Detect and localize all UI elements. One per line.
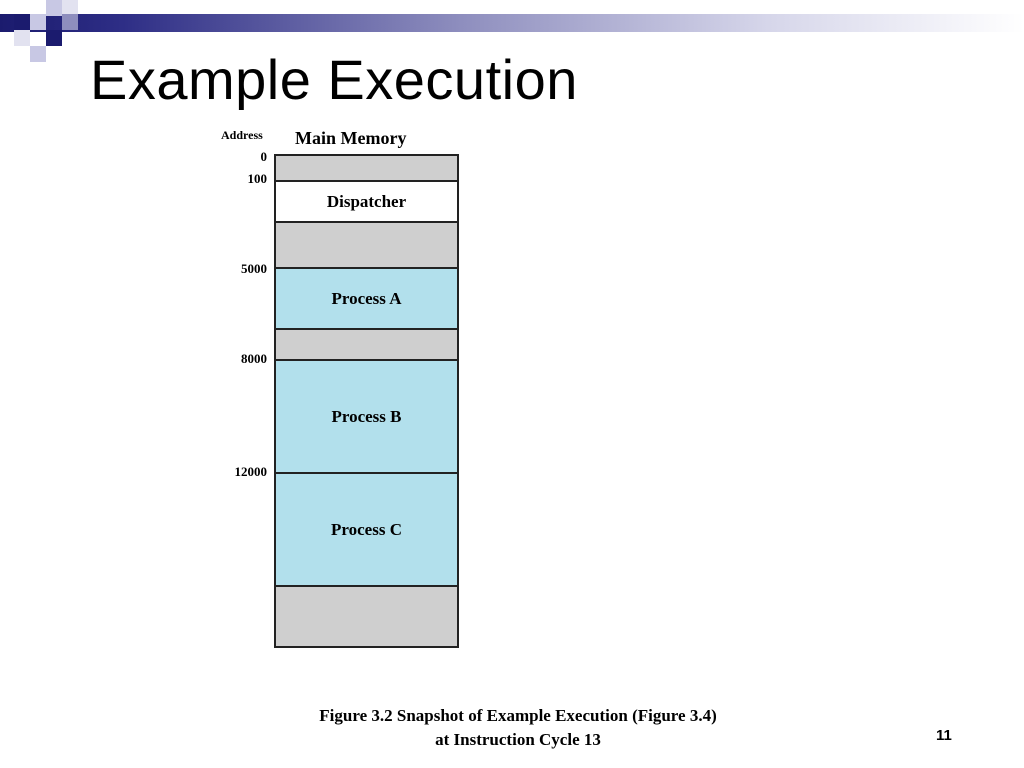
- address-label-5000: 5000: [241, 261, 267, 276]
- dispatcher-label: Dispatcher: [326, 191, 407, 211]
- logo-square: [62, 0, 78, 16]
- process-b-block: Process B: [274, 359, 459, 474]
- caption-line-1: Figure 3.2 Snapshot of Example Execution…: [319, 706, 717, 725]
- main-memory-header: Main Memory: [295, 128, 407, 148]
- main-memory-column: Dispatcher Process A Process B Process C: [274, 154, 459, 648]
- address-column-header: Address: [221, 128, 263, 142]
- page-number: 11: [936, 727, 952, 744]
- process-a-label: Process A: [331, 288, 402, 308]
- header-gradient-bar: [0, 14, 1024, 32]
- address-label-8000: 8000: [241, 351, 267, 366]
- figure-caption: Figure 3.2 Snapshot of Example Execution…: [230, 704, 806, 752]
- process-a-block: Process A: [274, 267, 459, 330]
- process-c-block: Process C: [274, 472, 459, 587]
- address-label-0: 0: [260, 149, 268, 164]
- process-c-label: Process C: [331, 519, 402, 539]
- process-b-label: Process B: [331, 406, 402, 426]
- logo-square: [30, 14, 46, 30]
- logo-square: [30, 46, 46, 62]
- logo-square: [46, 30, 62, 46]
- logo-square: [62, 14, 78, 30]
- caption-line-2: at Instruction Cycle 13: [435, 730, 601, 749]
- slide-title: Example Execution: [90, 52, 578, 110]
- logo-square: [46, 0, 62, 16]
- logo-square: [14, 14, 30, 30]
- address-label-12000: 12000: [234, 464, 268, 479]
- logo-square: [14, 30, 30, 46]
- address-label-100: 100: [247, 171, 268, 186]
- dispatcher-block: Dispatcher: [274, 180, 459, 223]
